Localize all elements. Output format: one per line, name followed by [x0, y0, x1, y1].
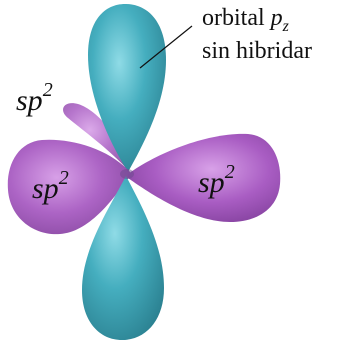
pz-label-line2: sin hibridar — [202, 38, 312, 64]
orbital-node — [120, 169, 134, 179]
sp2-label-upper-left: sp2 — [16, 79, 53, 117]
pz-upper-lobe — [88, 4, 166, 172]
pz-label-line1: orbital pz — [202, 5, 290, 35]
